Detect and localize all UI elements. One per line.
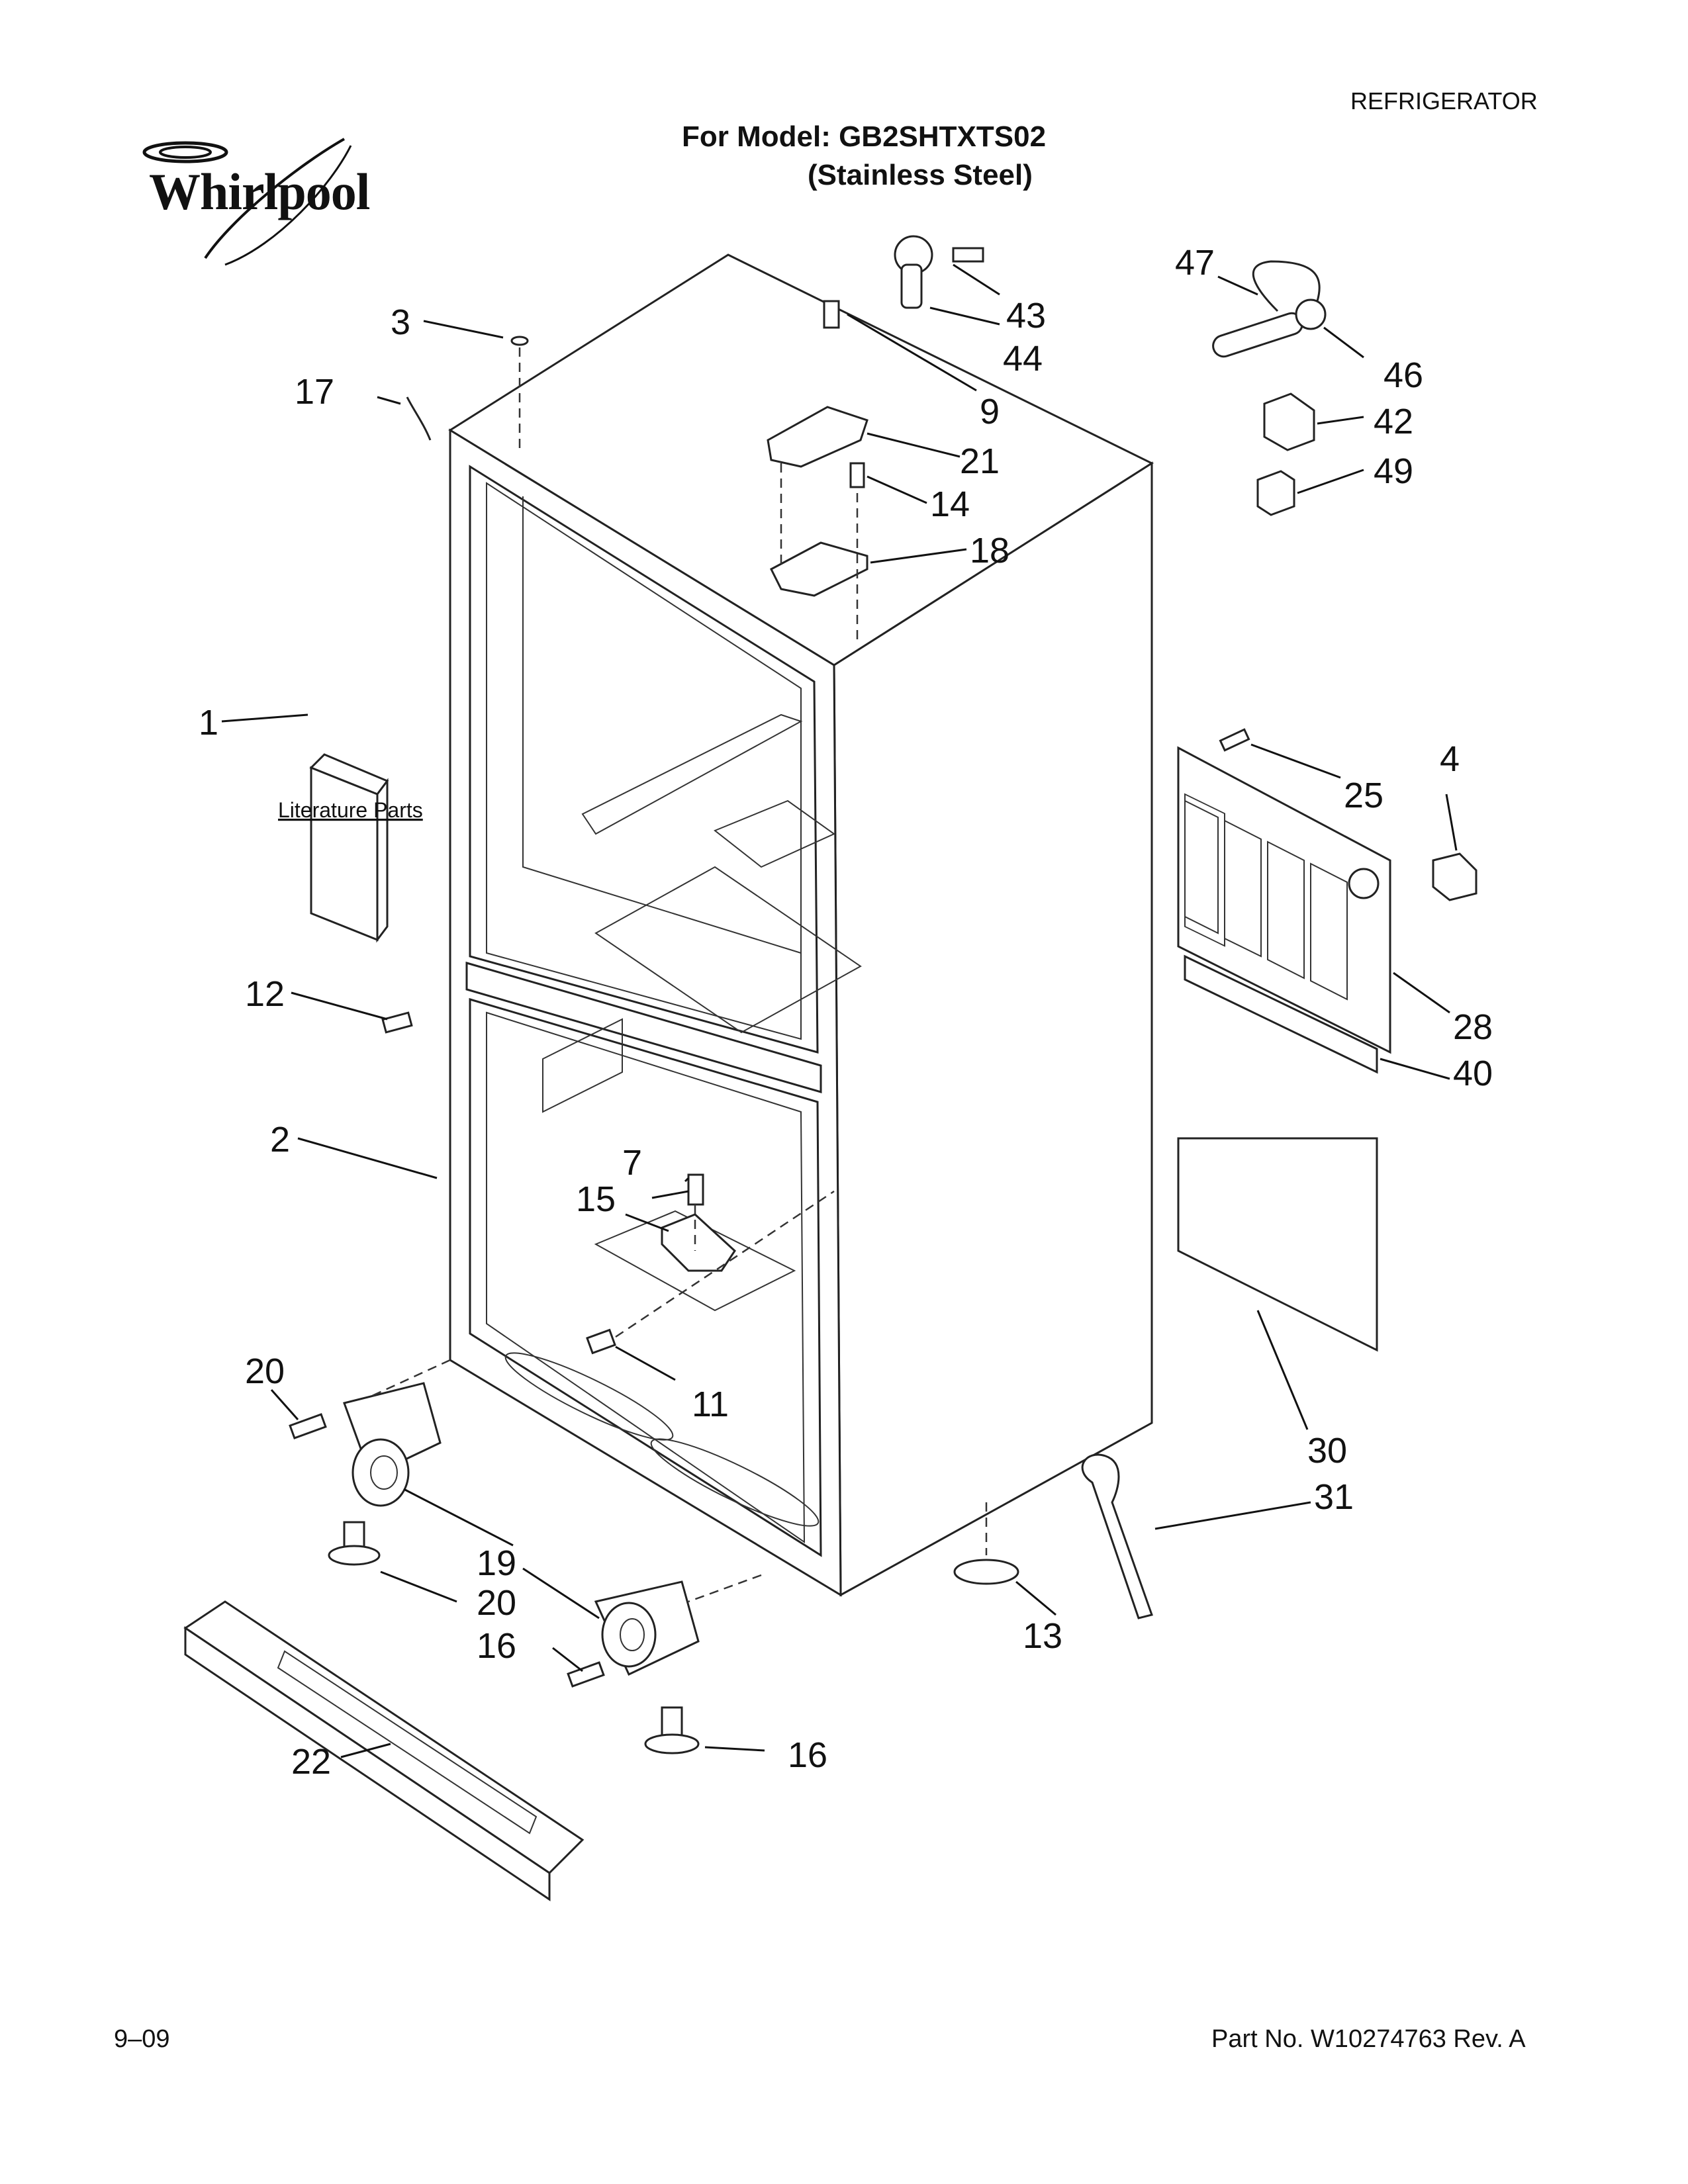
- callout-14: 14: [930, 484, 970, 524]
- callout-labels: 3 17 1 Literature Parts 12 2 43 44 9 21 …: [199, 243, 1493, 1782]
- callout-44: 44: [1003, 339, 1043, 379]
- callout-31: 31: [1314, 1477, 1354, 1517]
- callout-40: 40: [1453, 1054, 1493, 1093]
- rear-leveler-and-wrench: [953, 1453, 1153, 1619]
- callout-3: 3: [391, 302, 410, 342]
- upper-right-hardware: [894, 235, 1327, 516]
- callout-7: 7: [622, 1143, 642, 1183]
- front-rollers: [289, 1359, 762, 1754]
- callout-20-lower: 20: [477, 1583, 516, 1623]
- top-hinge-assembly: [767, 300, 868, 642]
- document-category: REFRIGERATOR: [1350, 87, 1538, 114]
- literature-parts: [309, 753, 389, 943]
- callout-1: 1: [199, 703, 218, 743]
- callout-46: 46: [1383, 355, 1423, 395]
- callout-16-lower: 16: [788, 1735, 827, 1775]
- callout-30: 30: [1307, 1431, 1347, 1471]
- callout-20-upper: 20: [245, 1351, 285, 1391]
- misc-hardware: [381, 336, 529, 1034]
- part-number: Part No. W10274763 Rev. A: [1211, 2025, 1526, 2053]
- whirlpool-logo-icon: [142, 138, 352, 266]
- callout-47: 47: [1175, 243, 1215, 283]
- callout-42: 42: [1374, 402, 1413, 441]
- callout-15: 15: [576, 1179, 616, 1219]
- literature-parts-label: Literature Parts: [278, 798, 423, 822]
- callout-9: 9: [980, 392, 1000, 432]
- callout-16-upper: 16: [477, 1626, 516, 1666]
- model-line: For Model: GB2SHTXTS02: [682, 120, 1047, 153]
- finish-line: (Stainless Steel): [808, 159, 1033, 191]
- callout-49: 49: [1374, 451, 1413, 491]
- revision-date: 9–09: [114, 2025, 170, 2053]
- callout-12: 12: [245, 974, 285, 1014]
- callout-43: 43: [1006, 296, 1046, 336]
- lower-hinge-assembly: [586, 1173, 835, 1355]
- brand-wordmark: Whirlpool: [149, 163, 370, 220]
- base-grille: [183, 1600, 585, 1901]
- callout-17: 17: [295, 372, 334, 412]
- rear-access-panels: [1177, 728, 1477, 1352]
- callout-19: 19: [477, 1543, 516, 1583]
- callout-25: 25: [1344, 776, 1383, 815]
- callout-28: 28: [1453, 1007, 1493, 1047]
- callout-13: 13: [1023, 1616, 1062, 1656]
- callout-22: 22: [291, 1742, 331, 1782]
- leader-arrows: [221, 263, 1458, 1758]
- callout-4: 4: [1440, 739, 1460, 779]
- callout-21: 21: [960, 441, 1000, 481]
- callout-2: 2: [270, 1120, 290, 1160]
- callout-18: 18: [970, 531, 1009, 570]
- callout-11: 11: [692, 1385, 729, 1424]
